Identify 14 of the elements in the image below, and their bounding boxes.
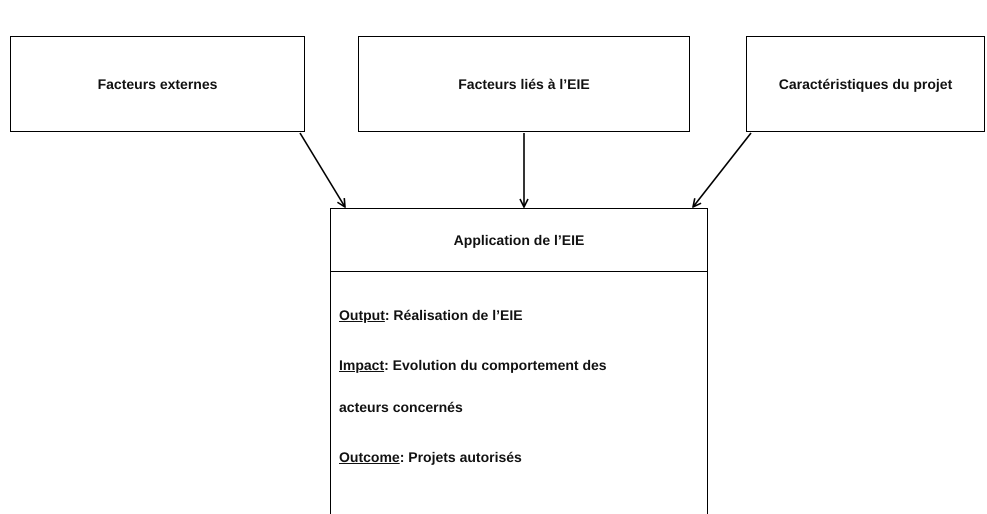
box-label: Facteurs externes [98,76,218,92]
process-box [358,36,690,132]
process-box [330,208,708,514]
body-text: Impact: Evolution du comportement des acteurs concernés [339,356,608,417]
arrow [299,132,346,208]
box-label: Caractéristiques du projet [778,76,952,92]
process-box [10,36,305,132]
arrow [692,132,752,208]
box-label: Facteurs liés à l’EIE [458,76,590,92]
process-box [746,36,985,132]
body-text: Outcome: Projets autorisés [339,448,523,467]
arrow [519,133,529,208]
box-heading: Application de l’EIE [454,232,584,248]
body-text: Output: Réalisation de l’EIE [339,306,524,325]
